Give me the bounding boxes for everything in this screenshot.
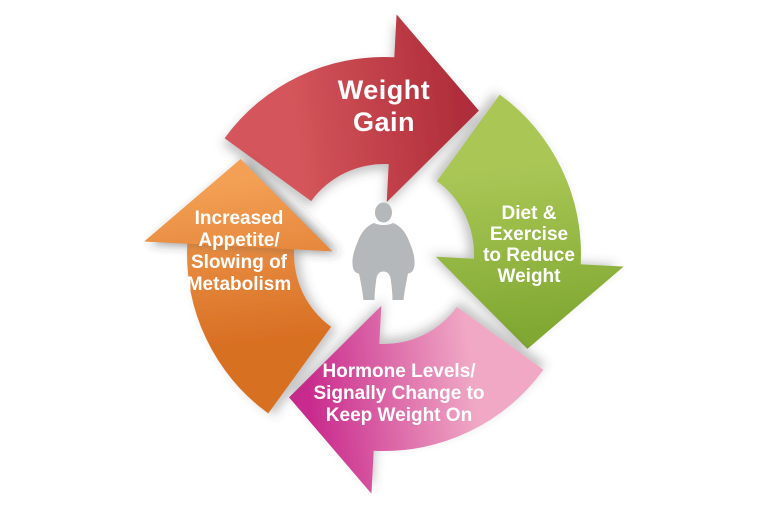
label-weight-gain: Weight Gain xyxy=(338,74,431,138)
arrow-weight-gain xyxy=(224,14,479,203)
label-line: Exercise xyxy=(489,224,569,245)
label-line: Signally Change to xyxy=(313,383,485,404)
label-line: Slowing of xyxy=(190,252,288,273)
label-line: Weight xyxy=(497,266,561,287)
label-line: Hormone Levels/ xyxy=(322,361,476,382)
label-line: Increased xyxy=(194,208,284,229)
label-line: Metabolism xyxy=(186,274,292,295)
label-line: Keep Weight On xyxy=(325,405,473,426)
label-line: Gain xyxy=(352,107,415,137)
obese-person-silhouette-icon xyxy=(352,202,415,300)
label-line: Diet & xyxy=(501,203,557,224)
label-diet-exercise: Diet & Exercise to Reduce Weight xyxy=(483,203,575,287)
label-line: to Reduce xyxy=(483,245,575,266)
label-line: Appetite/ xyxy=(198,230,280,251)
arrow-hormone-levels xyxy=(289,305,544,494)
label-hormone-levels: Hormone Levels/ Signally Change to Keep … xyxy=(313,361,484,427)
label-line: Weight xyxy=(337,75,431,105)
label-increased-appetite: Increased Appetite/ Slowing of Metabolis… xyxy=(187,208,292,296)
arrow-diet-exercise xyxy=(435,94,624,349)
arrow-increased-appetite-head xyxy=(144,159,333,252)
